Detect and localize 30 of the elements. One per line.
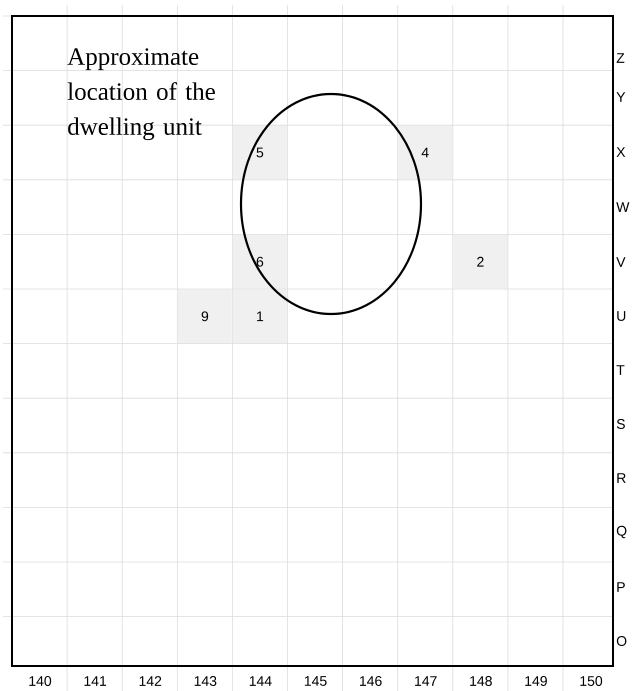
column-label: 145 [304, 676, 327, 686]
row-label: Q [616, 526, 626, 538]
row-label: U [617, 311, 626, 321]
row-label: W [616, 202, 630, 212]
column-label: 150 [580, 676, 602, 686]
row-label: R [617, 473, 626, 483]
column-label: 143 [194, 676, 216, 686]
row-label: O [616, 636, 626, 646]
column-label: 147 [415, 676, 437, 686]
row-label: S [616, 419, 625, 429]
shaded-cell: 6 [233, 235, 287, 288]
column-label: 148 [470, 676, 492, 686]
shaded-cell: 4 [398, 126, 452, 180]
row-label: P [617, 582, 625, 592]
annotation-text: Approximate location of the dwelling unit [67, 48, 215, 140]
column-label: 142 [140, 676, 162, 686]
column-label: 144 [250, 676, 272, 686]
column-label: 146 [360, 676, 382, 686]
column-label: 141 [84, 676, 106, 686]
shaded-cell: 9 [178, 290, 232, 343]
row-label: Z [616, 53, 624, 63]
row-label: V [616, 257, 626, 267]
row-label: X [616, 147, 626, 157]
column-label: 140 [29, 676, 52, 686]
shaded-cell: 2 [453, 235, 508, 288]
shaded-cell: 5 [233, 126, 287, 180]
shaded-cell: 1 [233, 290, 287, 343]
row-label: T [616, 365, 624, 375]
column-label: 149 [525, 676, 547, 686]
row-label: Y [616, 92, 626, 102]
